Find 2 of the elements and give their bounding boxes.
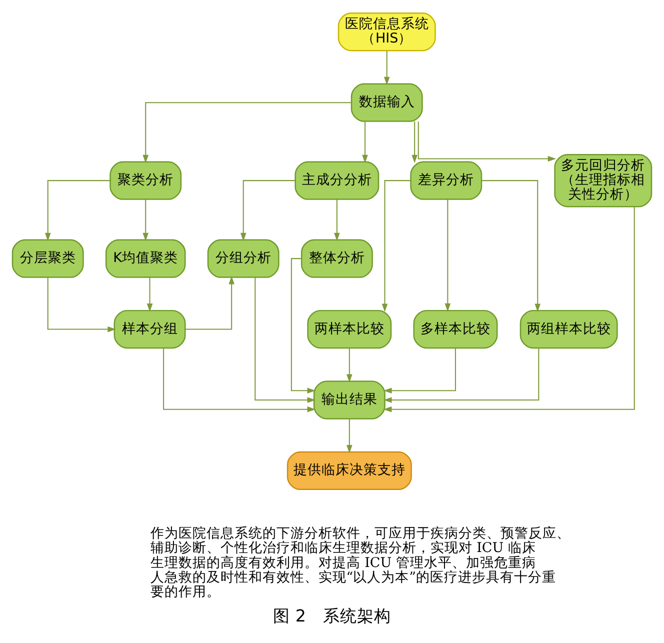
caption: 图 2 系统架构: [273, 606, 391, 625]
label: 作为医院信息系统的下游分析软件，可应用于疾病分类、预警反应、辅助诊断、个性化治疗和临床生理数据分析，实现对 ICU 临床生理数据的高度有效利用。对提高 ICU 管理水平、加强危重病人急救的及时性和有效性、实现“以人为本”的医疗进步具有十分重要的作用。: [150, 525, 570, 600]
